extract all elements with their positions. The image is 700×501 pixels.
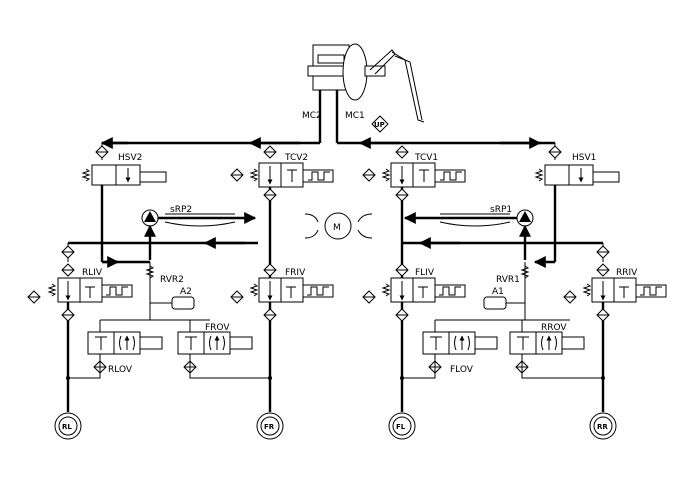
a2-label: A2 [180, 287, 192, 297]
rvr2-label: RVR2 [160, 275, 184, 285]
flov-label: FLOV [450, 365, 474, 375]
pump-srp2: sRP2 [141, 205, 257, 260]
rlov-label: RLOV [108, 365, 133, 375]
rlov-valve: RLOV [87, 331, 163, 375]
tcv1-valve: TCV1 [362, 145, 466, 188]
fliv-label: FLIV [415, 268, 435, 278]
rrov-label: RROV [541, 323, 567, 333]
wheel-fl-label: FL [396, 423, 406, 431]
rrov-valve: RROV [509, 323, 585, 355]
pump-motor: M [304, 212, 373, 240]
tcv1-label: TCV1 [414, 153, 438, 163]
wheel-fl: FL [388, 412, 416, 440]
rvr1-valve: RVR1 [496, 262, 529, 320]
hsv1-label: HSV1 [572, 153, 596, 163]
rvr2-valve: RVR2 [146, 262, 184, 320]
rliv-valve: RLIV [27, 268, 133, 304]
rriv-label: RRIV [616, 268, 638, 278]
frov-valve: FROV [177, 323, 253, 355]
mc2-label: MC2 [302, 111, 322, 121]
master-cylinder [307, 43, 386, 101]
rliv-label: RLIV [82, 268, 103, 278]
wheel-fr-label: FR [264, 423, 275, 431]
rvr1-label: RVR1 [496, 275, 520, 285]
accumulator-a2: A2 [171, 287, 195, 310]
pedal-switch-label: UP [374, 121, 385, 129]
frov-label: FROV [205, 323, 230, 333]
rriv-valve: RRIV [563, 268, 667, 304]
mc1-label: MC1 [345, 111, 365, 121]
accumulator-a1: A1 [483, 287, 507, 310]
hsv2-label: HSV2 [118, 153, 142, 163]
srp2-label: sRP2 [170, 205, 192, 215]
hsv2-valve: HSV2 [82, 145, 167, 186]
a1-label: A1 [492, 287, 504, 297]
friv-valve: FRIV [230, 268, 334, 304]
wheel-rr: RR [589, 412, 617, 440]
friv-label: FRIV [285, 268, 306, 278]
srp1-label: sRP1 [490, 205, 512, 215]
pump-srp1: sRP1 [403, 205, 534, 260]
pedal-switch-icon: UP [371, 115, 389, 133]
tcv2-valve: TCV2 [230, 145, 334, 188]
wheel-rr-label: RR [597, 423, 608, 431]
wheel-fr: FR [256, 412, 284, 440]
fliv-valve: FLIV [362, 268, 466, 304]
brake-pedal [369, 49, 425, 123]
motor-label: M [333, 223, 341, 233]
hsv1-valve: HSV1 [535, 145, 620, 186]
wheel-rl: RL [54, 412, 82, 440]
flov-valve: FLOV [422, 331, 498, 375]
tcv2-label: TCV2 [284, 153, 308, 163]
wheel-rl-label: RL [62, 423, 72, 431]
